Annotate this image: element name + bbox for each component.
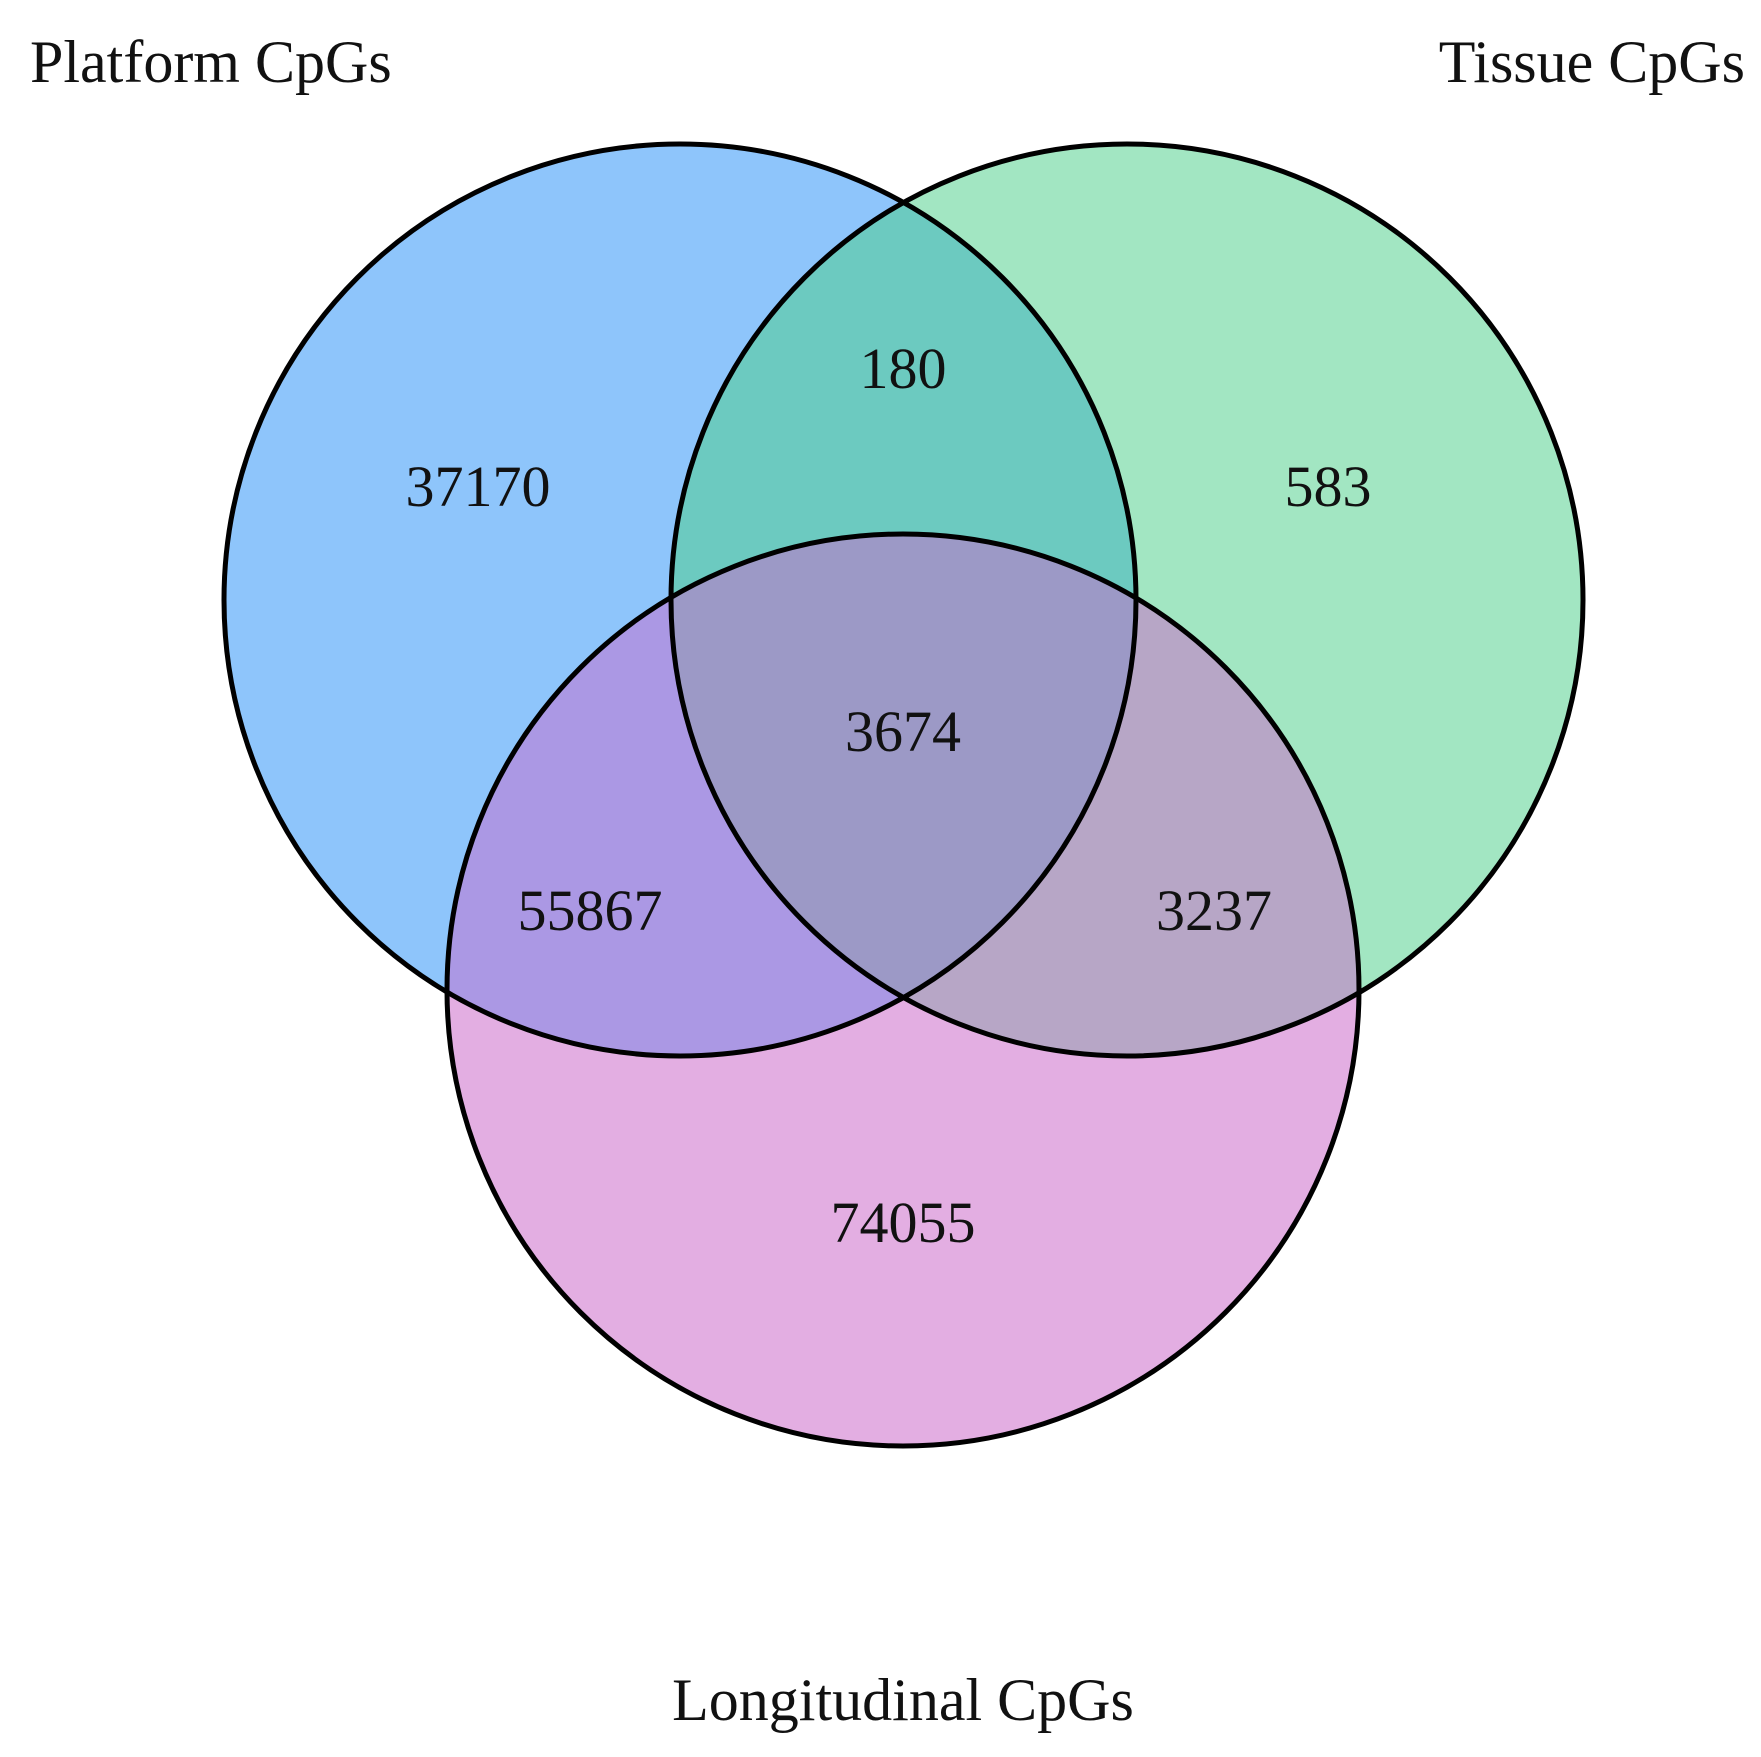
longitudinal-only-count: 74055	[831, 1190, 976, 1255]
tissue-set-label: Tissue CpGs	[1439, 29, 1745, 95]
tissue-longitudinal-count: 3237	[1156, 878, 1272, 943]
platform-tissue-count: 180	[860, 336, 947, 401]
platform-longitudinal-count: 55867	[518, 878, 663, 943]
platform-only-count: 37170	[406, 454, 551, 519]
longitudinal-circle-outline	[444, 531, 1362, 1449]
tissue-only-count: 583	[1285, 454, 1372, 519]
longitudinal-set-label: Longitudinal CpGs	[672, 1667, 1134, 1733]
all-three-count: 3674	[845, 699, 961, 764]
platform-set-label: Platform CpGs	[30, 29, 392, 95]
